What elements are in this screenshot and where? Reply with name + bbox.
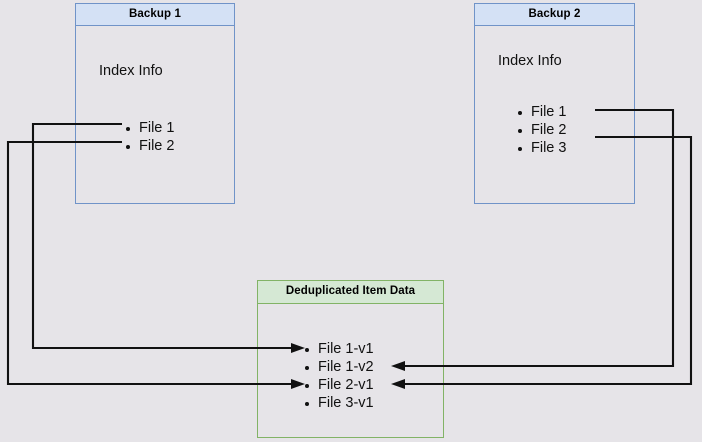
list-item: File 2-v1	[303, 376, 374, 394]
node-backup-2-header: Backup 2	[475, 4, 634, 26]
list-item: File 1-v1	[303, 340, 374, 358]
node-backup-2[interactable]: Backup 2 Index Info File 1 File 2 File 3	[474, 3, 635, 204]
node-backup-1-file-list: File 1 File 2	[124, 119, 174, 155]
node-backup-1[interactable]: Backup 1 Index Info File 1 File 2	[75, 3, 235, 204]
node-backup-2-title: Backup 2	[528, 7, 581, 20]
list-item: File 1	[516, 103, 566, 121]
list-item: File 1-v2	[303, 358, 374, 376]
list-item: File 2	[124, 137, 174, 155]
node-backup-1-subtitle: Index Info	[99, 63, 163, 79]
node-deduplicated-item-data-file-list: File 1-v1 File 1-v2 File 2-v1 File 3-v1	[303, 340, 374, 412]
node-deduplicated-item-data-header: Deduplicated Item Data	[258, 281, 443, 304]
list-item: File 1	[124, 119, 174, 137]
list-item: File 3	[516, 139, 566, 157]
list-item: File 2	[516, 121, 566, 139]
node-backup-1-title: Backup 1	[129, 7, 181, 20]
node-backup-1-header: Backup 1	[76, 4, 234, 26]
node-backup-2-subtitle: Index Info	[498, 53, 562, 69]
node-deduplicated-item-data[interactable]: Deduplicated Item Data File 1-v1 File 1-…	[257, 280, 444, 438]
node-backup-2-file-list: File 1 File 2 File 3	[516, 103, 566, 157]
list-item: File 3-v1	[303, 394, 374, 412]
node-deduplicated-item-data-title: Deduplicated Item Data	[285, 285, 416, 298]
